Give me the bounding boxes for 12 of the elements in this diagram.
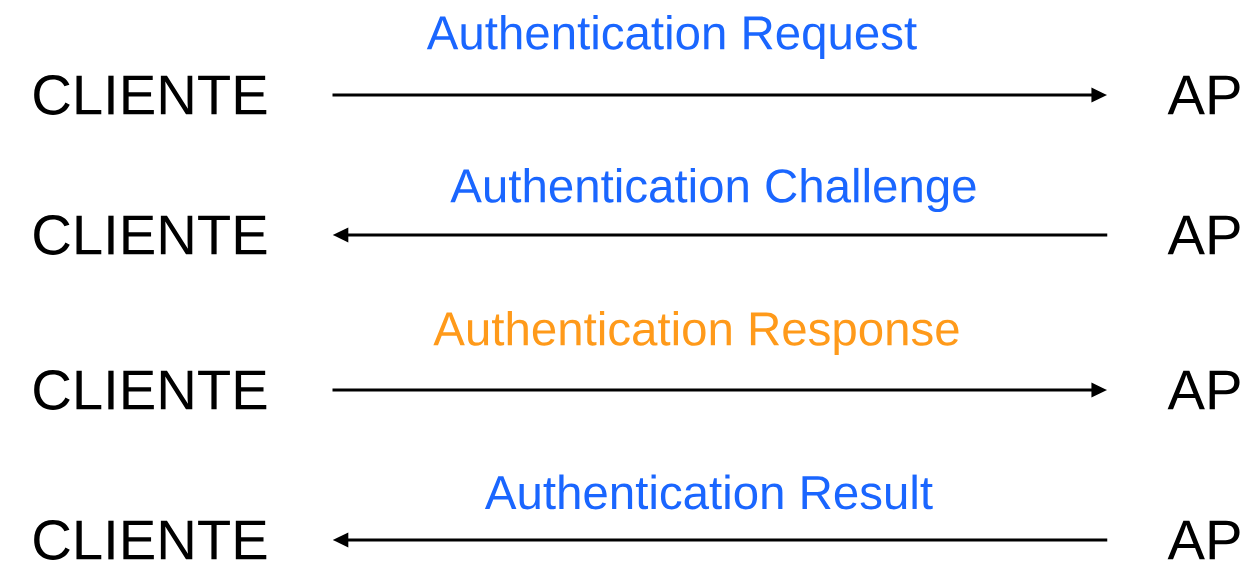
party-label: AP bbox=[1167, 370, 1240, 410]
party-label: CLIENTE bbox=[34, 215, 267, 255]
edge-label: Authentication Challenge bbox=[450, 167, 976, 213]
edge-label: Authentication Response bbox=[433, 310, 959, 356]
party-label: CLIENTE bbox=[34, 75, 267, 115]
edge-label: Authentication Request bbox=[426, 14, 917, 60]
party-label: AP bbox=[1167, 520, 1240, 560]
edge-label: Authentication Result bbox=[484, 474, 933, 510]
party-label: CLIENTE bbox=[34, 520, 267, 560]
party-label: AP bbox=[1167, 75, 1240, 115]
party-label: AP bbox=[1167, 215, 1240, 255]
party-label: CLIENTE bbox=[34, 370, 267, 410]
